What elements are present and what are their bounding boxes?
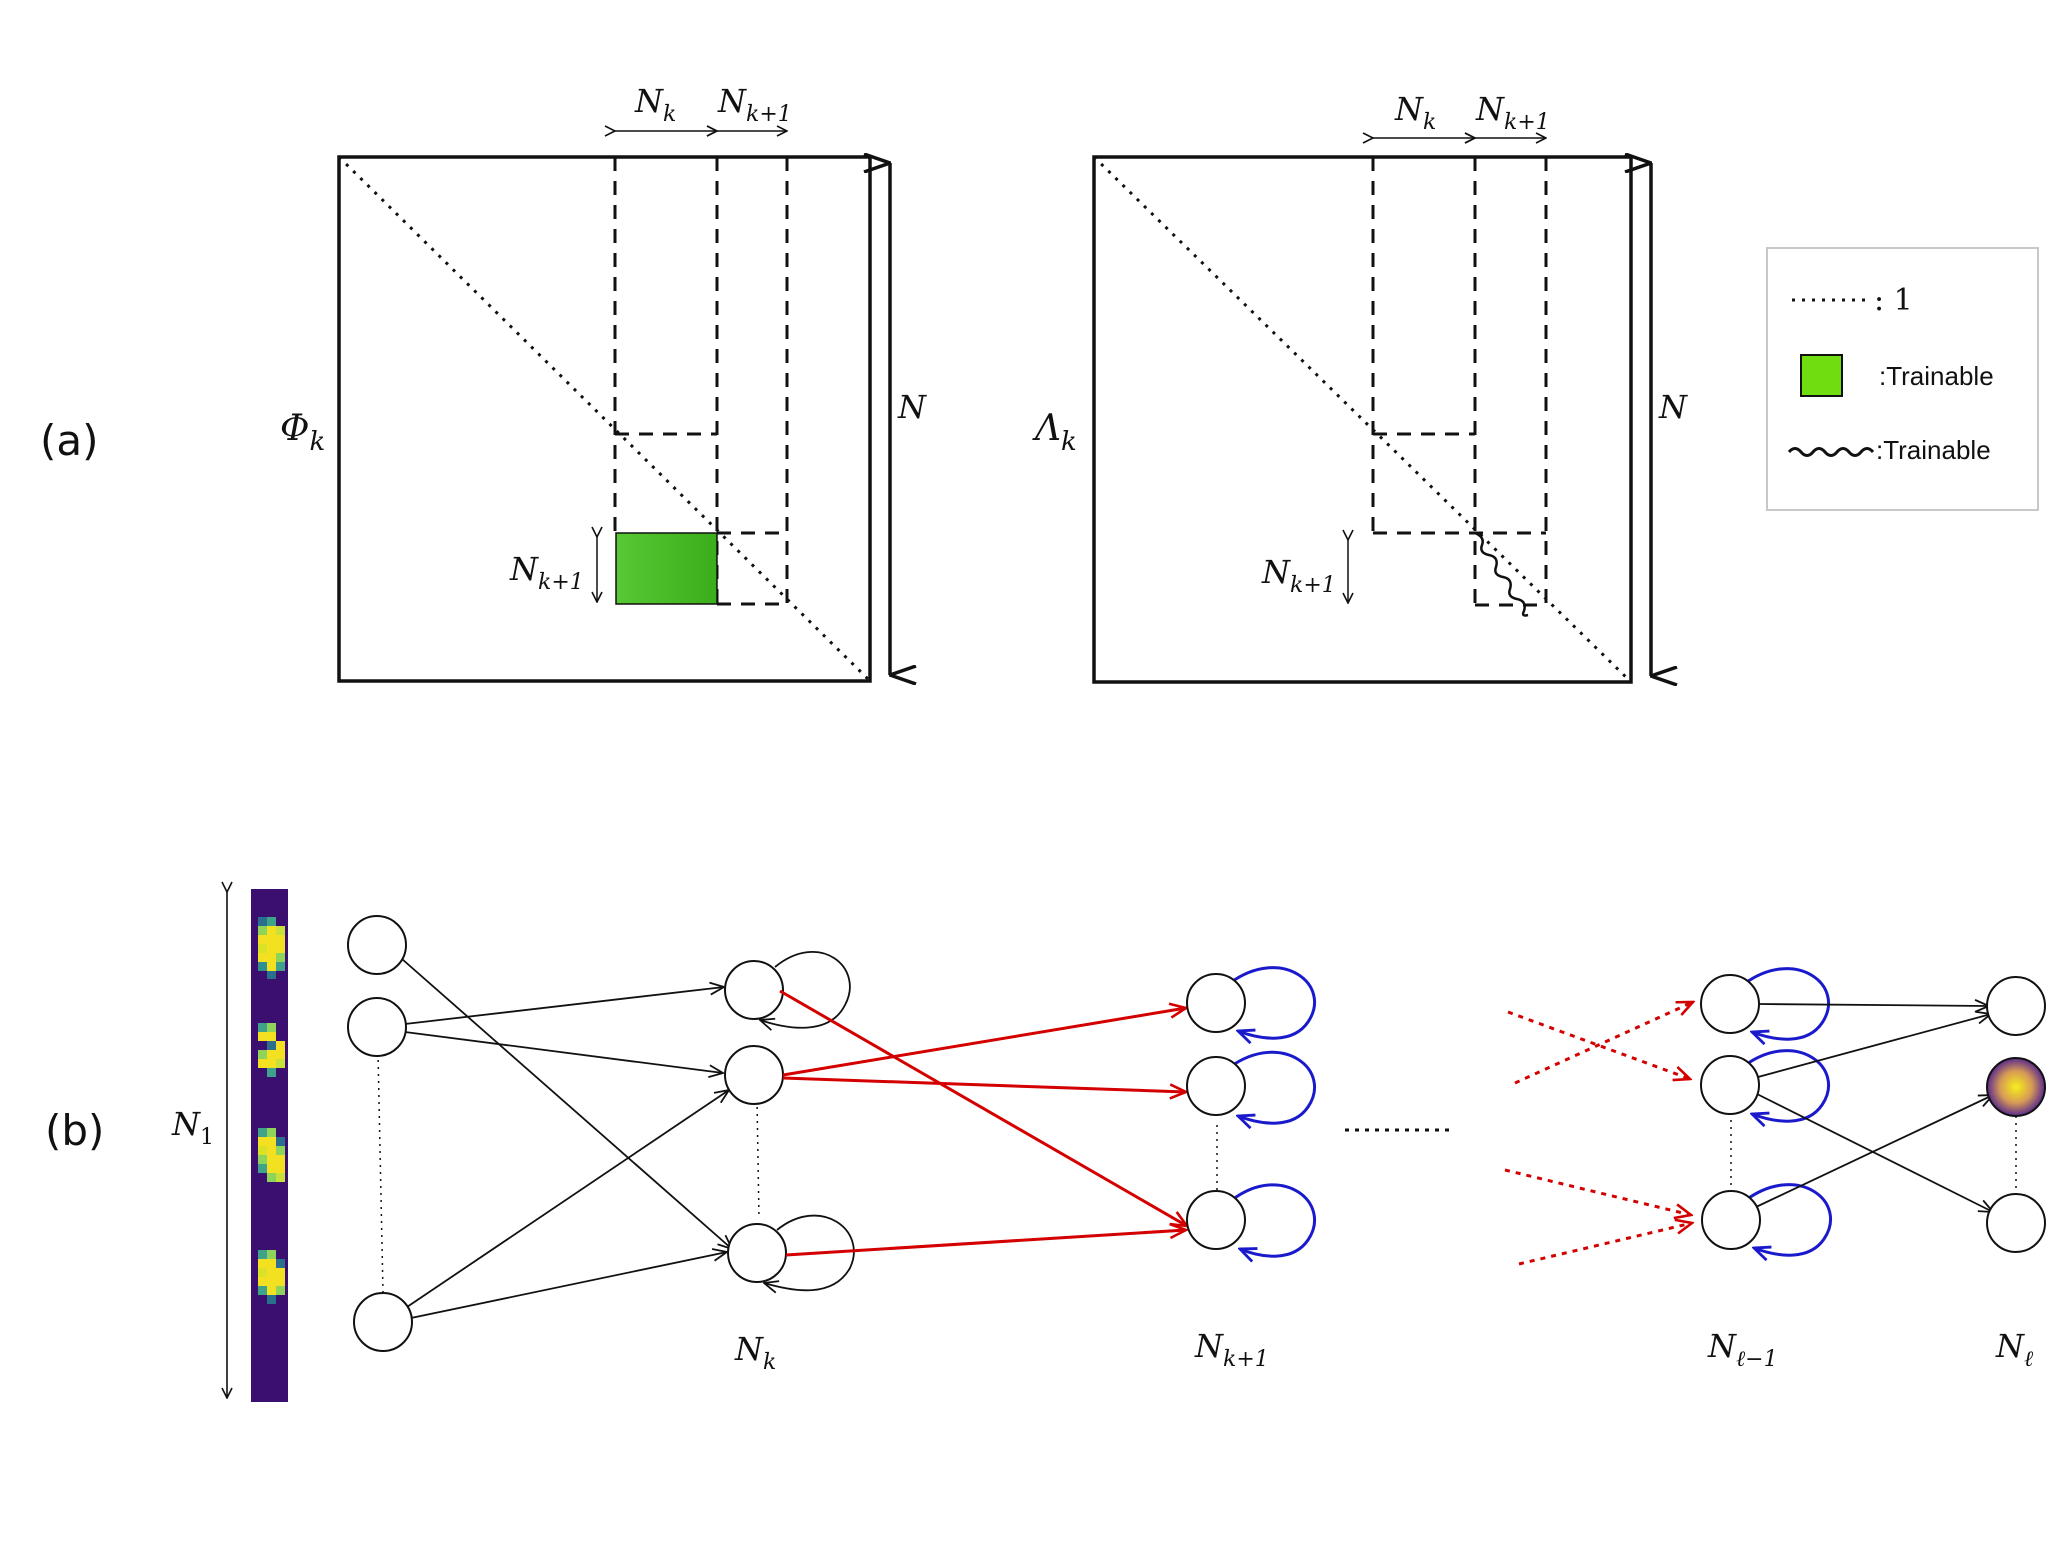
edge-in3-nk2 <box>406 1090 729 1308</box>
nl1-node-2 <box>1700 1055 1760 1115</box>
edge-in2-nk1 <box>404 987 724 1025</box>
edge-nk2-nk1-1 <box>782 1008 1186 1077</box>
legend-green-swatch <box>1800 354 1843 397</box>
layer-label-nk: Nk <box>734 1330 776 1375</box>
edge-in2-nk2 <box>404 1031 723 1073</box>
input-feature-2 <box>258 1023 285 1077</box>
input-node-1 <box>347 915 407 975</box>
layer-nk-ellipsis <box>756 1099 760 1219</box>
nl-node-2-active <box>1986 1057 2046 1117</box>
input-node-2 <box>347 997 407 1057</box>
nk1-node-2 <box>1186 1056 1246 1116</box>
edges-into-nl1 <box>1504 1000 1693 1266</box>
legend-wavy-line <box>1787 447 1875 457</box>
legend: : 1 :Trainable :Trainable <box>1766 247 2039 511</box>
input-feature-3 <box>258 1128 285 1182</box>
phi-symbol: Φk <box>280 408 325 457</box>
nk1-node-2-self-loop <box>1229 1050 1316 1123</box>
lambda-block-height-label: Nk+1 <box>1261 553 1336 598</box>
nl1-node-3-self-loop <box>1745 1183 1832 1256</box>
layer-nl-minus-1 <box>1700 967 1832 1256</box>
edges-nk-to-nk1 <box>779 989 1187 1257</box>
nk-node-3 <box>727 1223 787 1283</box>
phi-trainable-block <box>615 532 718 605</box>
nk1-node-1 <box>1186 973 1246 1033</box>
input-feature-4 <box>258 1250 285 1304</box>
legend-dotted-value: : 1 <box>1874 283 1913 318</box>
edge-nl1-2-out-1 <box>1757 1014 1991 1078</box>
nk1-node-3 <box>1186 1190 1246 1250</box>
phi-nk-label: Nk <box>634 82 676 127</box>
legend-block-label: :Trainable <box>1879 361 1994 391</box>
nl1-node-3 <box>1701 1190 1761 1250</box>
layer-label-nl: Nℓ <box>1995 1327 2034 1372</box>
layer-nl <box>1986 976 2046 1253</box>
nl1-node-1 <box>1700 974 1760 1034</box>
phi-diagonal <box>337 155 872 683</box>
edge-nl1-3-out-2 <box>1755 1095 1993 1208</box>
layer-input-ellipsis <box>377 1052 384 1293</box>
nl1-node-1-self-loop <box>1743 967 1830 1040</box>
phi-block-height-label: Nk+1 <box>509 550 584 595</box>
edge-in3-nk3 <box>410 1252 727 1319</box>
layer-input <box>347 915 413 1352</box>
input-strip: N1 <box>171 889 288 1402</box>
layer-label-nl1: Nℓ−1 <box>1707 1327 1778 1372</box>
lambda-symbol: Λk <box>1032 408 1077 457</box>
nk1-node-3-self-loop <box>1231 1183 1316 1256</box>
edge-dotted-in-4 <box>1518 1223 1692 1266</box>
nk-node-2 <box>724 1045 784 1105</box>
lambda-trainable-wavy-diagonal <box>1474 531 1529 617</box>
nl-node-3 <box>1986 1193 2046 1253</box>
lambda-nk1-label: Nk+1 <box>1475 90 1550 135</box>
edges-nl1-to-nl <box>1755 1004 1993 1212</box>
edge-nk2-nk1-2 <box>782 1076 1186 1092</box>
edge-in1-nk3 <box>401 958 732 1249</box>
lambda-n-label: N <box>1658 388 1688 426</box>
layer-label-nk1: Nk+1 <box>1194 1327 1269 1372</box>
nl-node-1 <box>1986 976 2046 1036</box>
layer-nk1 <box>1186 966 1316 1257</box>
phi-matrix: Nk Nk+1 Nk+1 N Φk <box>280 82 927 681</box>
edge-nk3-nk1-3 <box>785 1230 1186 1257</box>
nk-node-1-self-loop <box>760 951 851 1028</box>
nk-node-1 <box>724 960 784 1020</box>
lambda-nk-label: Nk <box>1394 90 1436 135</box>
edge-dotted-in-3 <box>1504 1168 1691 1215</box>
lambda-diagonal <box>1092 155 1633 684</box>
legend-wavy-label: :Trainable <box>1876 435 1991 465</box>
nk1-node-1-self-loop <box>1229 966 1316 1039</box>
panel-label-b: (b) <box>45 1106 104 1155</box>
phi-n-label: N <box>897 388 927 426</box>
edge-nl1-1-out-1 <box>1758 1004 1989 1006</box>
layer-nk <box>724 951 855 1291</box>
panel-label-a: (a) <box>40 416 99 465</box>
edges-input-to-nk <box>401 958 732 1319</box>
nk-node-3-self-loop <box>764 1214 855 1291</box>
input-label: N1 <box>171 1105 214 1150</box>
lambda-matrix: Nk Nk+1 Nk+1 N Λk <box>1032 90 1688 682</box>
edge-nl1-2-out-3 <box>1756 1093 1993 1212</box>
nl1-node-2-self-loop <box>1743 1049 1830 1122</box>
edge-nk1-nk1-3 <box>779 989 1187 1226</box>
phi-nk1-label: Nk+1 <box>717 82 792 127</box>
input-feature-1 <box>258 917 285 979</box>
input-node-3 <box>353 1292 413 1352</box>
